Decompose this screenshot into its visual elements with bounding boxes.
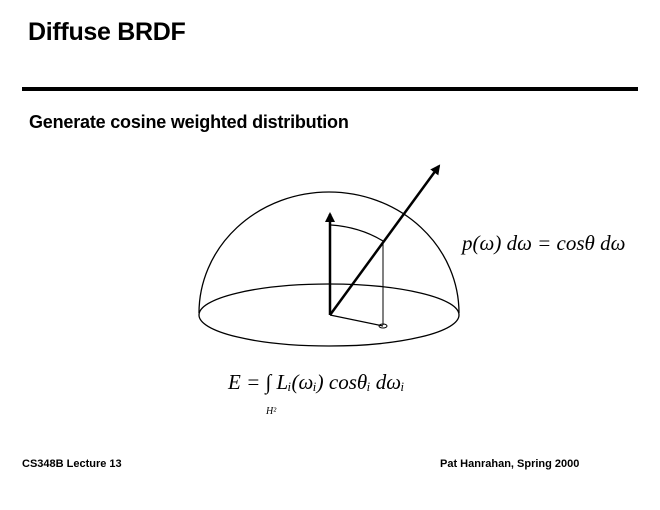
footer-author: Pat Hanrahan, Spring 2000: [440, 458, 580, 470]
hemisphere-dome: [198, 191, 460, 314]
irradiance-equation: E = ∫ Lᵢ(ωᵢ) cosθᵢ dωᵢ: [228, 370, 405, 394]
slide-subtitle: Generate cosine weighted distribution: [29, 112, 349, 132]
footer-course: CS348B Lecture 13: [22, 458, 122, 470]
integral-domain: H²: [266, 406, 277, 417]
theta-arc: [330, 224, 384, 242]
slide-title: Diffuse BRDF: [28, 18, 186, 46]
projected-solid-angle-marker: [378, 323, 388, 329]
base-projection-line: [329, 314, 384, 327]
title-divider: [22, 87, 638, 91]
direction-arrow: [328, 164, 441, 316]
pdf-equation: p(ω) dω = cosθ dω: [462, 231, 626, 255]
